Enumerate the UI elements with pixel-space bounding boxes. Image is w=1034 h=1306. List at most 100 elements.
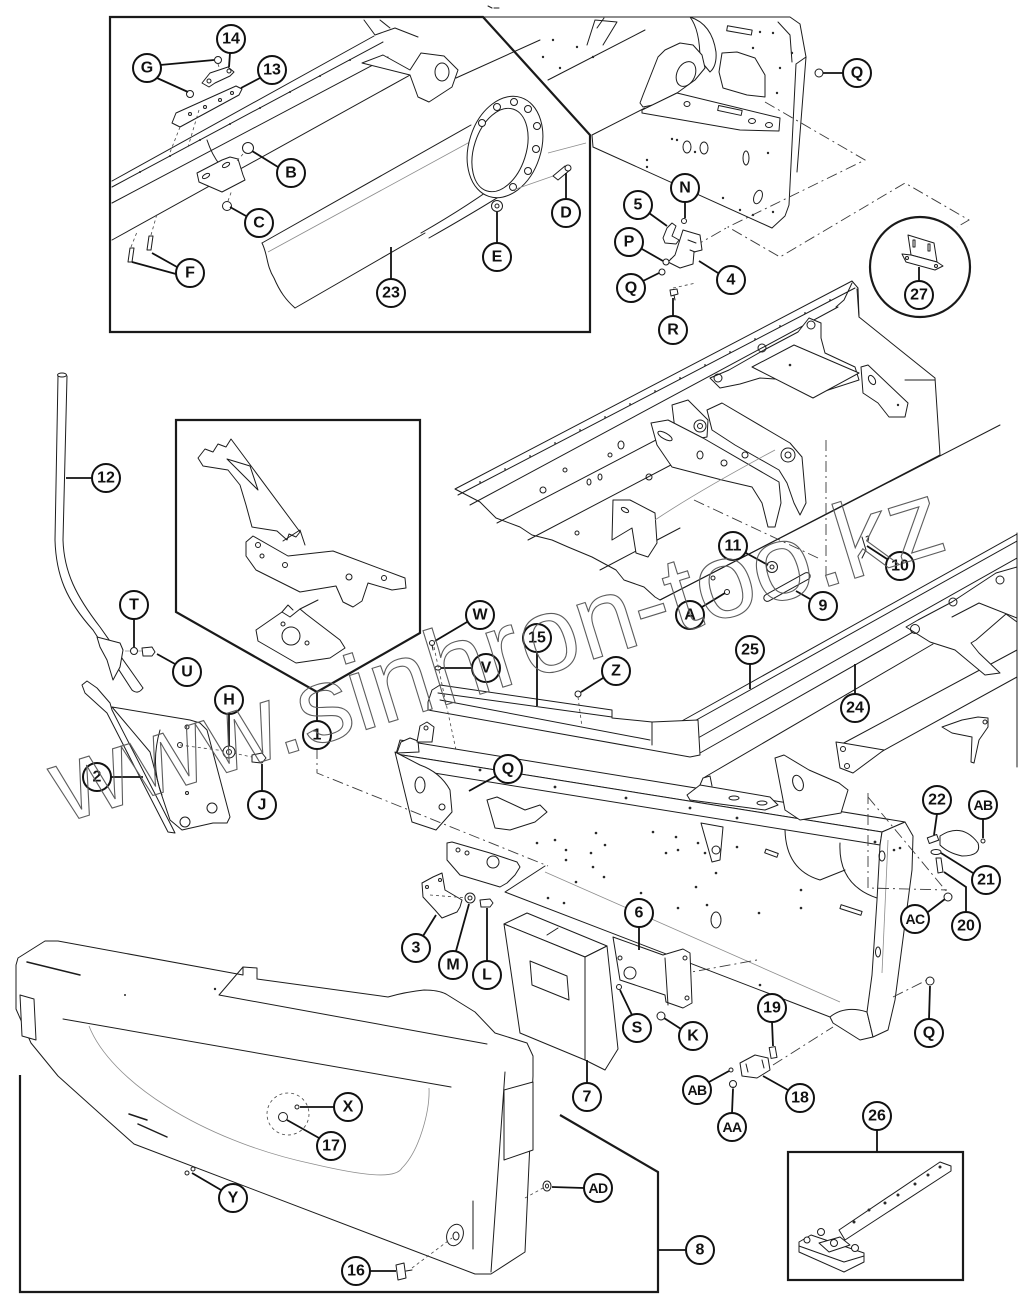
callout-11: 11 <box>718 531 769 566</box>
callout-label: R <box>667 322 679 339</box>
callout-label: P <box>624 234 635 251</box>
callout-12: 12 <box>66 463 121 493</box>
callout-label: K <box>687 1028 699 1045</box>
callout-label: 4 <box>727 272 736 289</box>
side-shield-8 <box>15 940 660 1294</box>
callout-label: G <box>141 60 153 77</box>
callout-label: 9 <box>819 598 828 615</box>
callout-label: 7 <box>583 1089 592 1106</box>
callout-10: 10 <box>866 545 915 581</box>
callout-q: Q <box>616 272 660 303</box>
callout-13: 13 <box>240 55 287 89</box>
callout-label: X <box>343 1099 354 1116</box>
assembly-bracket-8 <box>18 1075 660 1294</box>
callout-24: 24 <box>840 664 870 723</box>
callout-ab: AB <box>682 1070 730 1105</box>
callout-label: M <box>446 957 459 974</box>
callout-q: Q <box>914 985 944 1048</box>
callout-label: Q <box>625 280 637 297</box>
callout-label: N <box>679 180 691 197</box>
callout-label: 16 <box>347 1263 365 1280</box>
guard-bracket-3 <box>421 872 494 919</box>
nut-q-upper <box>814 68 824 78</box>
callout-d: D <box>551 173 581 228</box>
callout-label: 19 <box>763 1000 781 1017</box>
callout-26: 26 <box>862 1101 892 1152</box>
callout-label: 2 <box>93 769 102 786</box>
bracket-4-assembly <box>658 218 729 301</box>
callout-label: 3 <box>412 940 421 957</box>
callout-label: T <box>129 597 139 614</box>
callout-5: 5 <box>623 190 668 227</box>
callout-19: 19 <box>757 993 787 1047</box>
callout-label: J <box>258 797 267 814</box>
callout-4: 4 <box>698 260 746 295</box>
callout-2: 2 <box>82 762 143 792</box>
callout-ac: AC <box>900 898 946 934</box>
alignment-line <box>727 101 970 258</box>
detail-circle-27 <box>868 215 972 319</box>
callout-l: L <box>472 908 502 990</box>
callout-label: W <box>472 607 488 624</box>
callout-label: AC <box>905 911 925 927</box>
callout-label: 21 <box>977 872 995 889</box>
corner-mark <box>487 5 500 9</box>
callout-label: 5 <box>634 197 643 214</box>
callout-m: M <box>438 903 470 980</box>
callout-k: K <box>663 1017 708 1051</box>
callout-label: 18 <box>791 1090 809 1107</box>
callout-ab: AB <box>968 790 998 838</box>
detail-box-26 <box>786 1150 965 1282</box>
callout-15: 15 <box>522 623 552 706</box>
callout-label: 11 <box>725 538 742 555</box>
callout-label: B <box>285 165 297 182</box>
callout-j: J <box>247 764 277 820</box>
bracket-18-19 <box>728 1046 778 1093</box>
callout-14: 14 <box>216 24 246 68</box>
callout-label: Z <box>611 663 621 680</box>
callout-label: AD <box>588 1180 608 1196</box>
callout-6: 6 <box>624 898 654 950</box>
callout-label: 12 <box>97 470 115 487</box>
callout-ad: AD <box>551 1173 613 1203</box>
callout-label: 27 <box>910 287 928 304</box>
callout-label: E <box>492 249 503 266</box>
callout-label: 26 <box>868 1108 886 1125</box>
callout-q: Q <box>823 58 872 88</box>
callout-label: H <box>223 692 235 709</box>
callout-a: A <box>675 592 726 630</box>
header-frame <box>454 280 1001 601</box>
detail-inset-bracket-1 <box>174 418 422 694</box>
callout-aa: AA <box>717 1088 747 1142</box>
callout-p: P <box>614 227 664 262</box>
callout-label: 20 <box>957 918 975 935</box>
detail-inset-tube <box>108 15 592 334</box>
callout-3: 3 <box>401 914 437 963</box>
box-7 <box>503 912 619 1071</box>
callout-17: 17 <box>286 1119 346 1161</box>
callout-x: X <box>300 1092 363 1122</box>
callout-label: 8 <box>696 1242 705 1259</box>
callout-q: Q <box>468 754 523 792</box>
callout-22: 22 <box>922 785 952 836</box>
callout-label: C <box>253 215 265 232</box>
callout-25: 25 <box>735 635 765 689</box>
callout-label: 15 <box>528 630 546 647</box>
callout-16: 16 <box>341 1256 396 1286</box>
callout-label: 14 <box>222 31 240 48</box>
callout-b: B <box>251 150 306 188</box>
callout-label: 23 <box>382 285 400 302</box>
callout-label: AB <box>973 797 993 813</box>
mount-bracket-2 <box>81 680 267 834</box>
callout-9: 9 <box>795 590 838 621</box>
callout-23: 23 <box>376 247 406 308</box>
callout-u: U <box>156 653 202 687</box>
callout-c: C <box>229 206 274 238</box>
callout-label: Y <box>228 1190 239 1207</box>
callout-label: A <box>684 607 696 624</box>
callout-label: AA <box>722 1119 742 1135</box>
callout-20: 20 <box>943 871 981 941</box>
callout-label: S <box>632 1020 643 1037</box>
callout-18: 18 <box>762 1075 815 1113</box>
callout-w: W <box>434 600 495 642</box>
